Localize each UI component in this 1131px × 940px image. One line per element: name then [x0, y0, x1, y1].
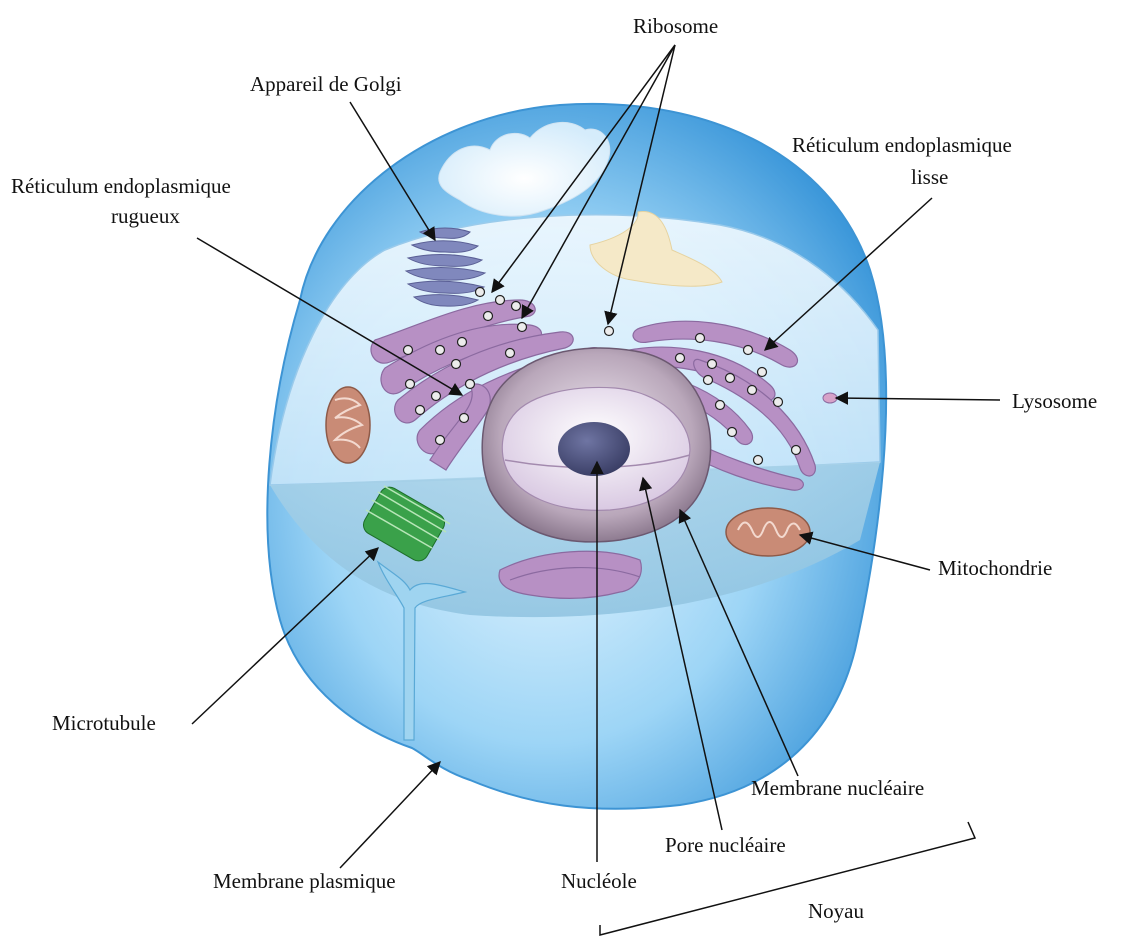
- mitochondrion-right: [726, 508, 810, 556]
- label-ser-line2: lisse: [911, 165, 948, 189]
- label-rer-line1: Réticulum endoplasmique: [11, 174, 231, 198]
- label-membrane-plasmique: Membrane plasmique: [213, 869, 396, 893]
- label-ser-line1: Réticulum endoplasmique: [792, 133, 1012, 157]
- label-noyau: Noyau: [808, 899, 864, 923]
- label-rer-line2: rugueux: [111, 204, 180, 228]
- nucleolus: [558, 422, 630, 476]
- pointer-membrane-plasmique: [340, 762, 440, 868]
- label-golgi: Appareil de Golgi: [250, 72, 402, 96]
- label-microtubule: Microtubule: [52, 711, 156, 735]
- label-lysosome: Lysosome: [1012, 389, 1097, 413]
- label-pore-nucleaire: Pore nucléaire: [665, 833, 786, 857]
- noyau-bracket: [600, 822, 975, 935]
- label-nucleole: Nucléole: [561, 869, 637, 893]
- label-mitochondrie: Mitochondrie: [938, 556, 1052, 580]
- lysosome: [823, 393, 837, 403]
- mitochondrion-left: [326, 387, 370, 463]
- label-membrane-nucleaire: Membrane nucléaire: [751, 776, 924, 800]
- label-ribosome: Ribosome: [633, 14, 718, 38]
